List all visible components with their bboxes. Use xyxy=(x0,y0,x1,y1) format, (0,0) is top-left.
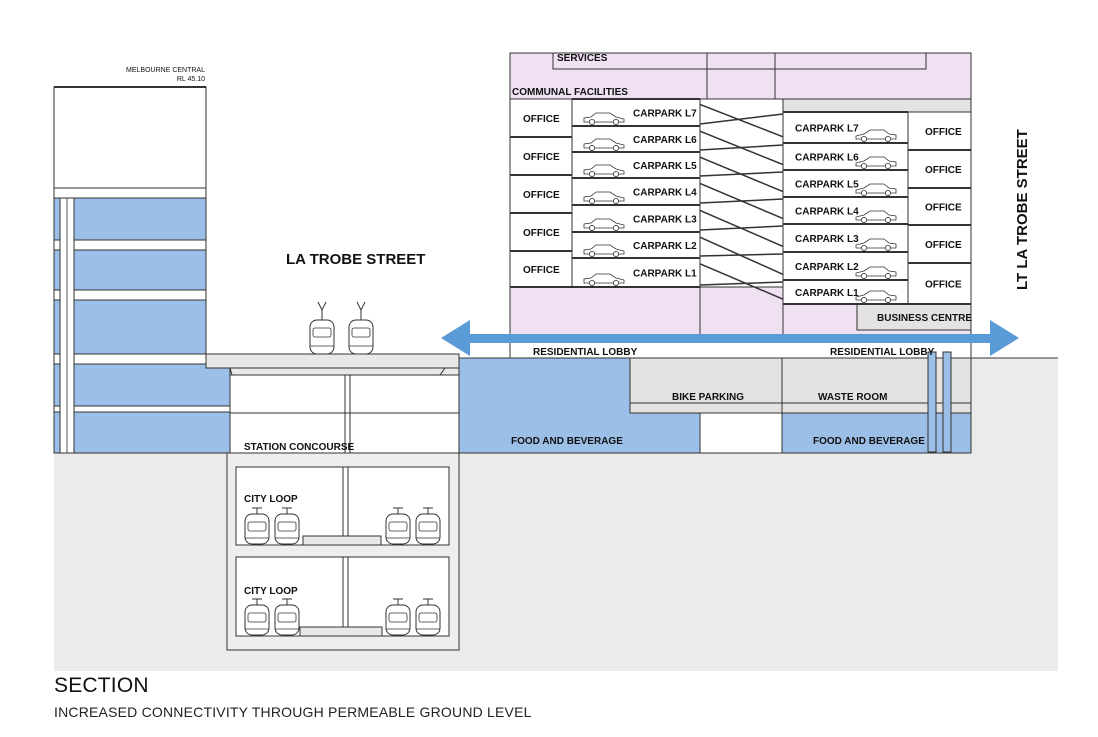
car-icon xyxy=(583,112,625,125)
city-loop-upper-label: CITY LOOP xyxy=(244,494,298,505)
connectivity-arrow xyxy=(441,320,1019,356)
melbourne-central-rl: RL 45.10 xyxy=(177,76,205,83)
car-icon xyxy=(855,129,897,142)
tram-icon xyxy=(348,301,374,355)
melbourne-central-building xyxy=(53,86,231,454)
train-icon xyxy=(274,507,300,545)
carpark-left-3: CARPARK L3 xyxy=(633,215,697,226)
carpark-left-4: CARPARK L4 xyxy=(633,188,697,199)
office-left-3: OFFICE xyxy=(523,190,560,201)
carpark-right-7: CARPARK L7 xyxy=(795,124,859,135)
waste-room-label: WASTE ROOM xyxy=(818,392,887,403)
ramp xyxy=(699,113,784,125)
office-left-labels: OFFICE OFFICE OFFICE OFFICE OFFICE xyxy=(523,114,560,276)
bike-parking-label: BIKE PARKING xyxy=(672,392,744,403)
carpark-left-5: CARPARK L5 xyxy=(633,161,697,172)
section-subtitle: INCREASED CONNECTIVITY THROUGH PERMEABLE… xyxy=(54,704,532,720)
train-icons xyxy=(244,507,441,636)
car-icon xyxy=(583,244,625,257)
residential-lobby-left-label: RESIDENTIAL LOBBY xyxy=(533,347,638,358)
carpark-left-6: CARPARK L6 xyxy=(633,135,697,146)
lt-la-trobe-street-label: LT LA TROBE STREET xyxy=(1014,129,1031,290)
floor-lines xyxy=(510,98,971,305)
office-right-4: OFFICE xyxy=(925,240,962,251)
carpark-left-1: CARPARK L1 xyxy=(633,269,697,280)
ramp xyxy=(699,144,784,151)
residential-lobby-right-label: RESIDENTIAL LOBBY xyxy=(830,347,935,358)
train-icon xyxy=(385,507,411,545)
car-icon xyxy=(583,164,625,177)
ramp xyxy=(699,236,784,276)
office-right-5: OFFICE xyxy=(925,280,962,291)
la-trobe-street-label: LA TROBE STREET xyxy=(286,251,425,268)
carpark-left-labels: CARPARK L7 CARPARK L6 CARPARK L5 CARPARK L4… xyxy=(633,109,697,280)
car-icon xyxy=(855,238,897,251)
car-icon xyxy=(855,210,897,223)
food-beverage-left-label: FOOD AND BEVERAGE xyxy=(511,436,623,447)
ramp xyxy=(699,171,784,177)
office-left-1: OFFICE xyxy=(523,114,560,125)
train-icon xyxy=(244,598,270,636)
ramps xyxy=(699,103,784,300)
car-icon xyxy=(583,191,625,204)
ramp xyxy=(699,225,784,231)
station-concourse-label: STATION CONCOURSE xyxy=(244,442,355,453)
carpark-right-3: CARPARK L3 xyxy=(795,234,859,245)
ramp xyxy=(699,263,784,300)
car-icon xyxy=(583,138,625,151)
city-loop-lower-label: CITY LOOP xyxy=(244,586,298,597)
melbourne-central-label: MELBOURNE CENTRAL xyxy=(126,67,205,74)
tram-icons xyxy=(309,301,374,355)
section-title: SECTION xyxy=(54,674,149,697)
ramp xyxy=(699,103,784,138)
office-left-4: OFFICE xyxy=(523,228,560,239)
communal-facilities-label: COMMUNAL FACILITIES xyxy=(512,87,628,98)
train-icon xyxy=(274,598,300,636)
carpark-left-2: CARPARK L2 xyxy=(633,241,697,252)
carpark-right-2: CARPARK L2 xyxy=(795,262,859,273)
train-icon xyxy=(415,598,441,636)
car-icon xyxy=(855,156,897,169)
office-right-1: OFFICE xyxy=(925,127,962,138)
car-icon xyxy=(855,266,897,279)
car-icon xyxy=(583,218,625,231)
tram-icon xyxy=(309,301,335,355)
car-icon xyxy=(855,183,897,196)
office-right-labels: OFFICE OFFICE OFFICE OFFICE OFFICE xyxy=(925,127,962,291)
ramp xyxy=(699,281,784,286)
carpark-right-labels: CARPARK L7 CARPARK L6 CARPARK L5 CARPARK L4… xyxy=(795,124,859,300)
carpark-left-7: CARPARK L7 xyxy=(633,109,697,120)
ramp xyxy=(699,198,784,204)
carpark-right-6: CARPARK L6 xyxy=(795,153,859,164)
car-icon xyxy=(855,290,897,303)
office-left-5: OFFICE xyxy=(523,265,560,276)
services-label: SERVICES xyxy=(557,53,608,64)
office-left-2: OFFICE xyxy=(523,152,560,163)
train-icon xyxy=(244,507,270,545)
office-right-2: OFFICE xyxy=(925,165,962,176)
food-beverage-right-label: FOOD AND BEVERAGE xyxy=(813,436,925,447)
ramp xyxy=(699,253,784,257)
carpark-right-4: CARPARK L4 xyxy=(795,207,859,218)
carpark-right-1: CARPARK L1 xyxy=(795,288,859,299)
train-icon xyxy=(415,507,441,545)
carpark-right-5: CARPARK L5 xyxy=(795,180,859,191)
train-icon xyxy=(385,598,411,636)
car-icon xyxy=(583,273,625,286)
office-right-3: OFFICE xyxy=(925,203,962,214)
car-icons xyxy=(583,112,897,303)
business-centre-label: BUSINESS CENTRE xyxy=(877,313,972,324)
